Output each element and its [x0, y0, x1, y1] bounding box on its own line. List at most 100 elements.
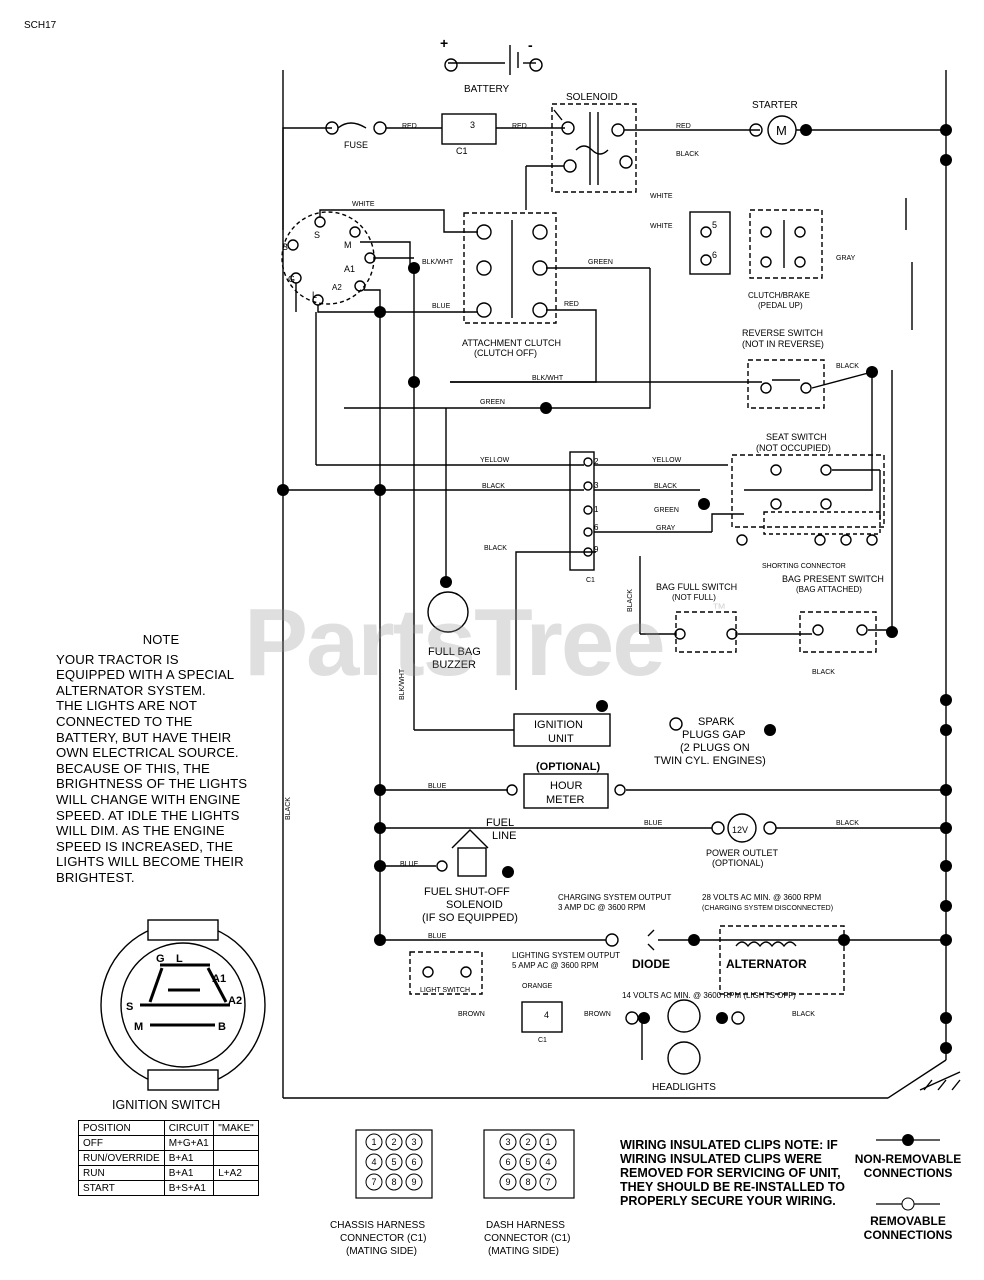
table-header-cell: "MAKE" — [213, 1120, 259, 1136]
charging-ac-label-1: 28 VOLTS AC MIN. @ 3600 RPM — [702, 893, 821, 902]
dash-label-2: CONNECTOR (C1) — [484, 1233, 570, 1244]
connector-pin-number: 6 — [505, 1157, 510, 1167]
light-switch-box — [409, 951, 483, 995]
dial-label-l: L — [176, 953, 183, 965]
note-line: SPEED IS INCREASED, THE — [56, 838, 234, 854]
note-line: BATTERY, BUT HAVE THEIR — [56, 729, 232, 745]
connector-pin-number: 4 — [545, 1157, 550, 1167]
ign-a2: A2 — [332, 283, 342, 292]
connector-pin — [385, 1133, 403, 1151]
wire-gray-2: GRAY — [656, 525, 676, 532]
battery-label: BATTERY — [464, 84, 510, 95]
solenoid-coil-icon — [575, 145, 609, 155]
pin-1: 1 — [594, 505, 599, 514]
wire-black-6: BLACK — [812, 669, 835, 676]
wire-green-3: GREEN — [654, 507, 679, 514]
clutch-brake-state: (PEDAL UP) — [758, 301, 803, 310]
connector-pin — [519, 1173, 537, 1191]
wire-blue-3: BLUE — [644, 820, 663, 827]
note-line: OWN ELECTRICAL SOURCE. — [56, 745, 239, 761]
ign-a1: A1 — [344, 264, 355, 274]
fuse-label: FUSE — [344, 140, 368, 150]
wire-gray-1: GRAY — [836, 255, 856, 262]
power-outlet-label-1: POWER OUTLET — [706, 848, 779, 858]
reverse-switch-label: REVERSE SWITCH — [742, 328, 823, 338]
light-switch-label: LIGHT SWITCH — [420, 987, 470, 994]
fuel-line-icon — [451, 829, 489, 849]
connector-pin — [365, 1153, 383, 1171]
wire-blue-5: BLUE — [428, 933, 447, 940]
wire-brown-2: BROWN — [584, 1011, 611, 1018]
note-line: LIGHTS WILL BECOME THEIR — [56, 854, 244, 870]
connector-pin-number: 1 — [371, 1137, 376, 1147]
note-line: THE LIGHTS ARE NOT — [56, 698, 198, 714]
wire-black-9: BLACK — [836, 820, 859, 827]
spark-label-2: PLUGS GAP — [682, 729, 746, 741]
wire-blk-wht-3: BLK/WHT — [399, 668, 406, 700]
alternator-label: ALTERNATOR — [726, 957, 807, 971]
table-header-cell: CIRCUIT — [163, 1120, 215, 1136]
ignition-unit-label-1: IGNITION — [534, 719, 583, 731]
clutch-brake-switch — [749, 209, 823, 279]
connector-pin — [539, 1173, 557, 1191]
fuse-icon — [337, 122, 367, 129]
connector-pin — [519, 1153, 537, 1171]
optional-label: (OPTIONAL) — [536, 761, 600, 773]
attachment-clutch-state: (CLUTCH OFF) — [474, 348, 537, 358]
watermark-tm: ™ — [712, 600, 726, 616]
connector-pin — [499, 1133, 517, 1151]
connector-pin-number: 2 — [525, 1137, 530, 1147]
power-outlet-label-2: (OPTIONAL) — [712, 858, 764, 868]
wire-red-4: RED — [564, 301, 579, 308]
table-cell: RUN/OVERRIDE — [78, 1150, 165, 1166]
dial-label-a1: A1 — [212, 973, 226, 985]
table-cell: RUN — [78, 1165, 165, 1181]
table-cell: M+G+A1 — [163, 1135, 215, 1151]
dial-label-m: M — [134, 1021, 143, 1033]
table-cell: B+S+A1 — [163, 1180, 215, 1196]
pin-6: 6 — [594, 523, 599, 532]
diode-icon — [647, 929, 655, 951]
wire-black-10: BLACK — [792, 1011, 815, 1018]
dial-label-g: G — [156, 953, 165, 965]
dash-label-1: DASH HARNESS — [486, 1220, 565, 1231]
note-line: WILL DIM. AS THE ENGINE — [56, 823, 225, 839]
wire-blk-wht-2: BLK/WHT — [532, 375, 564, 382]
chassis-label-3: (MATING SIDE) — [346, 1246, 417, 1257]
lighting-output-label-2: 5 AMP AC @ 3600 RPM — [512, 961, 599, 970]
wire-green-1: GREEN — [588, 259, 613, 266]
connector-pin — [519, 1133, 537, 1151]
wire-black-2: BLACK — [836, 363, 859, 370]
fuel-solenoid-label-3: (IF SO EQUIPPED) — [422, 912, 518, 924]
c1-5-label: 5 — [712, 220, 717, 230]
connector-pin-number: 8 — [391, 1177, 396, 1187]
table-cell: L+A2 — [213, 1165, 259, 1181]
wire-white-1: WHITE — [650, 193, 673, 200]
fuse-terminal-right — [373, 121, 387, 135]
note-line: ALTERNATOR SYSTEM. — [56, 682, 206, 698]
c1-label: C1 — [456, 146, 468, 156]
chassis-label-2: CONNECTOR (C1) — [340, 1233, 426, 1244]
non-removable-legend: NON-REMOVABLE CONNECTIONS — [854, 1152, 962, 1180]
battery-plus: + — [440, 35, 448, 51]
ignition-unit-box — [513, 713, 611, 747]
attachment-clutch-label: ATTACHMENT CLUTCH — [462, 338, 561, 348]
connector-pin-number: 8 — [525, 1177, 530, 1187]
table-cell: B+A1 — [163, 1165, 215, 1181]
bag-present-state: (BAG ATTACHED) — [796, 585, 862, 594]
connector-pin-number: 5 — [525, 1157, 530, 1167]
charging-output-label-2: 3 AMP DC @ 3600 RPM — [558, 903, 646, 912]
lighting-ac-label: 14 VOLTS AC MIN. @ 3600 RPM (LIGHTS OFF) — [622, 991, 796, 1000]
ign-s: S — [314, 230, 320, 240]
connector-pin — [385, 1153, 403, 1171]
charging-output-label-1: CHARGING SYSTEM OUTPUT — [558, 893, 671, 902]
note-line: BECAUSE OF THIS, THE — [56, 760, 210, 776]
connector-pin-number: 3 — [411, 1137, 416, 1147]
wire-blue-2: BLUE — [428, 783, 447, 790]
reverse-switch-box — [747, 359, 825, 409]
